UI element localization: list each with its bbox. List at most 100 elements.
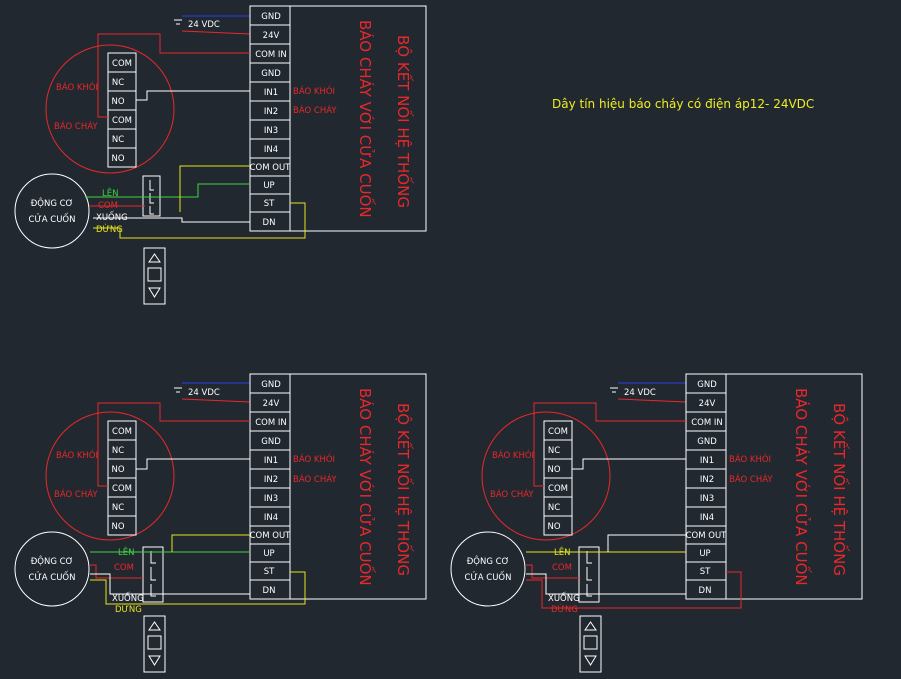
detector-base: COM NC NO COM NC NO BÁO KHÓI BÁO CHÁY [45, 402, 250, 541]
terminal-com-out: COM OUT [250, 163, 292, 173]
detector-pin-com-2: COM [112, 484, 132, 494]
down-arrow-icon[interactable] [584, 655, 597, 666]
signal-voltage-note: Dây tín hiệu báo cháy có điện áp12- 24VD… [552, 97, 814, 111]
fire-detector-label: BÁO CHÁY [54, 120, 98, 132]
wire-up-label: LÊN [102, 187, 118, 199]
panel-2: 24 VDC GND 24V COM IN GND IN [14, 373, 427, 673]
detector-base: COM NC NO COM NC NO BÁO KHÓI BÁO CHÁY [481, 402, 686, 541]
fire-detector-label: BÁO CHÁY [490, 488, 534, 500]
terminal-24v: 24V [263, 399, 280, 409]
terminal-in3: IN3 [700, 494, 714, 504]
terminal-gnd: GND [697, 380, 717, 390]
detector-pin-no-2: NO [547, 522, 560, 532]
controller-box: GND 24V COM IN GND IN1 IN2 IN3 IN4 COM O… [249, 5, 427, 232]
terminal-st: ST [264, 199, 275, 209]
terminal-st: ST [264, 567, 275, 577]
terminal-up: UP [699, 549, 710, 559]
down-arrow-icon[interactable] [148, 287, 161, 298]
in2-label: BÁO CHÁY [293, 104, 337, 116]
terminal-com-in: COM IN [255, 418, 287, 428]
detector-pin-no-2: NO [111, 154, 124, 164]
up-arrow-icon[interactable] [148, 253, 161, 263]
supply-24vdc: 24 VDC [174, 15, 251, 35]
panel-3: 24 VDC GND 24V COM IN GND IN [450, 373, 863, 673]
terminal-st: ST [700, 567, 711, 577]
terminal-dn: DN [263, 218, 276, 228]
wire-com-label: COM [552, 563, 572, 573]
controller-title-2: BÁO CHÁY VỚI CỬA CUỐN [356, 388, 377, 586]
controller-box: GND 24V COM IN GND IN1 IN2 IN3 IN4 COM O… [685, 373, 863, 600]
stop-square-icon[interactable] [147, 635, 162, 650]
down-arrow-icon[interactable] [148, 655, 161, 666]
smoke-detector-label: BÁO KHÓI [56, 81, 98, 93]
switch-block [142, 175, 161, 217]
motor-label-2: CỬA CUỐN [29, 570, 76, 583]
in1-label: BÁO KHÓI [729, 453, 771, 465]
wire-down-label: XUỐNG [112, 591, 144, 604]
fire-detector-label: BÁO CHÁY [54, 488, 98, 500]
supply-label: 24 VDC [188, 388, 220, 398]
supply-label: 24 VDC [188, 20, 220, 30]
terminal-dn: DN [699, 586, 712, 596]
motor-label-2: CỬA CUỐN [29, 212, 76, 225]
terminal-in4: IN4 [264, 513, 278, 523]
detector-pin-no: NO [111, 465, 124, 475]
terminal-com-in: COM IN [255, 50, 287, 60]
detector-pin-no-2: NO [111, 522, 124, 532]
stop-square-icon[interactable] [583, 635, 598, 650]
controller-title-2: BÁO CHÁY VỚI CỬA CUỐN [356, 20, 377, 218]
in1-label: BÁO KHÓI [293, 453, 335, 465]
switch-block [142, 546, 164, 603]
terminal-com-in: COM IN [691, 418, 723, 428]
terminal-up: UP [263, 181, 274, 191]
detector-pin-com-2: COM [548, 484, 568, 494]
terminal-24v: 24V [699, 399, 716, 409]
smoke-detector-label: BÁO KHÓI [492, 449, 534, 461]
detector-pin-nc-2: NC [112, 503, 124, 513]
terminal-in1: IN1 [264, 88, 278, 98]
terminal-in4: IN4 [700, 513, 714, 523]
terminal-gnd-2: GND [261, 437, 281, 447]
terminal-in1: IN1 [700, 456, 714, 466]
motor-label-1: ĐỘNG CƠ [31, 197, 74, 209]
supply-24vdc: 24 VDC [174, 382, 251, 403]
remote-control [143, 247, 166, 305]
detector-pin-com: COM [112, 427, 132, 437]
switch-block [578, 546, 600, 603]
in2-label: BÁO CHÁY [729, 473, 773, 485]
terminal-in3: IN3 [264, 126, 278, 136]
stop-square-icon[interactable] [147, 267, 162, 282]
terminal-strip: GND 24V COM IN GND IN1 IN2 IN3 IN4 COM O… [250, 12, 292, 228]
motor: ĐỘNG CƠ CỬA CUỐN LÊN COM XUỐNG DỪNG [14, 531, 144, 615]
terminal-up: UP [263, 549, 274, 559]
detector-pin-nc-2: NC [548, 503, 560, 513]
detector-pin-com: COM [548, 427, 568, 437]
wire-stop-label: DỪNG [96, 223, 123, 235]
detector-pin-nc-2: NC [112, 135, 124, 145]
up-arrow-icon[interactable] [584, 621, 597, 631]
motor-label-2: CỬA CUỐN [465, 570, 512, 583]
wire-com-label: COM [114, 563, 134, 573]
remote-control [579, 615, 602, 673]
detector-pin-nc: NC [548, 446, 560, 456]
motor: ĐỘNG CƠ CỬA CUỐN LÊN COM XUỐNG DỪNG [14, 173, 128, 249]
supply-label: 24 VDC [624, 388, 656, 398]
controller-title-1: BỘ KẾT NỐI HỆ THỐNG [830, 403, 851, 576]
detector-base: COM NC NO COM NC NO BÁO KHÓI BÁO CHÁY [45, 33, 250, 174]
detector-pin-nc: NC [112, 446, 124, 456]
detector-pin-nc: NC [112, 78, 124, 88]
wire-stop-label: DỪNG [551, 603, 578, 615]
detector-pin-no: NO [547, 465, 560, 475]
smoke-detector-label: BÁO KHÓI [56, 449, 98, 461]
terminal-com-out: COM OUT [686, 531, 728, 541]
terminal-24v: 24V [263, 31, 280, 41]
up-arrow-icon[interactable] [148, 621, 161, 631]
terminal-in2: IN2 [264, 107, 278, 117]
terminal-gnd-2: GND [261, 69, 281, 79]
terminal-gnd: GND [261, 12, 281, 22]
wire-down-label: XUỐNG [96, 210, 128, 223]
terminal-in3: IN3 [264, 494, 278, 504]
terminal-gnd-2: GND [697, 437, 717, 447]
supply-24vdc: 24 VDC [610, 382, 687, 403]
terminal-in1: IN1 [264, 456, 278, 466]
